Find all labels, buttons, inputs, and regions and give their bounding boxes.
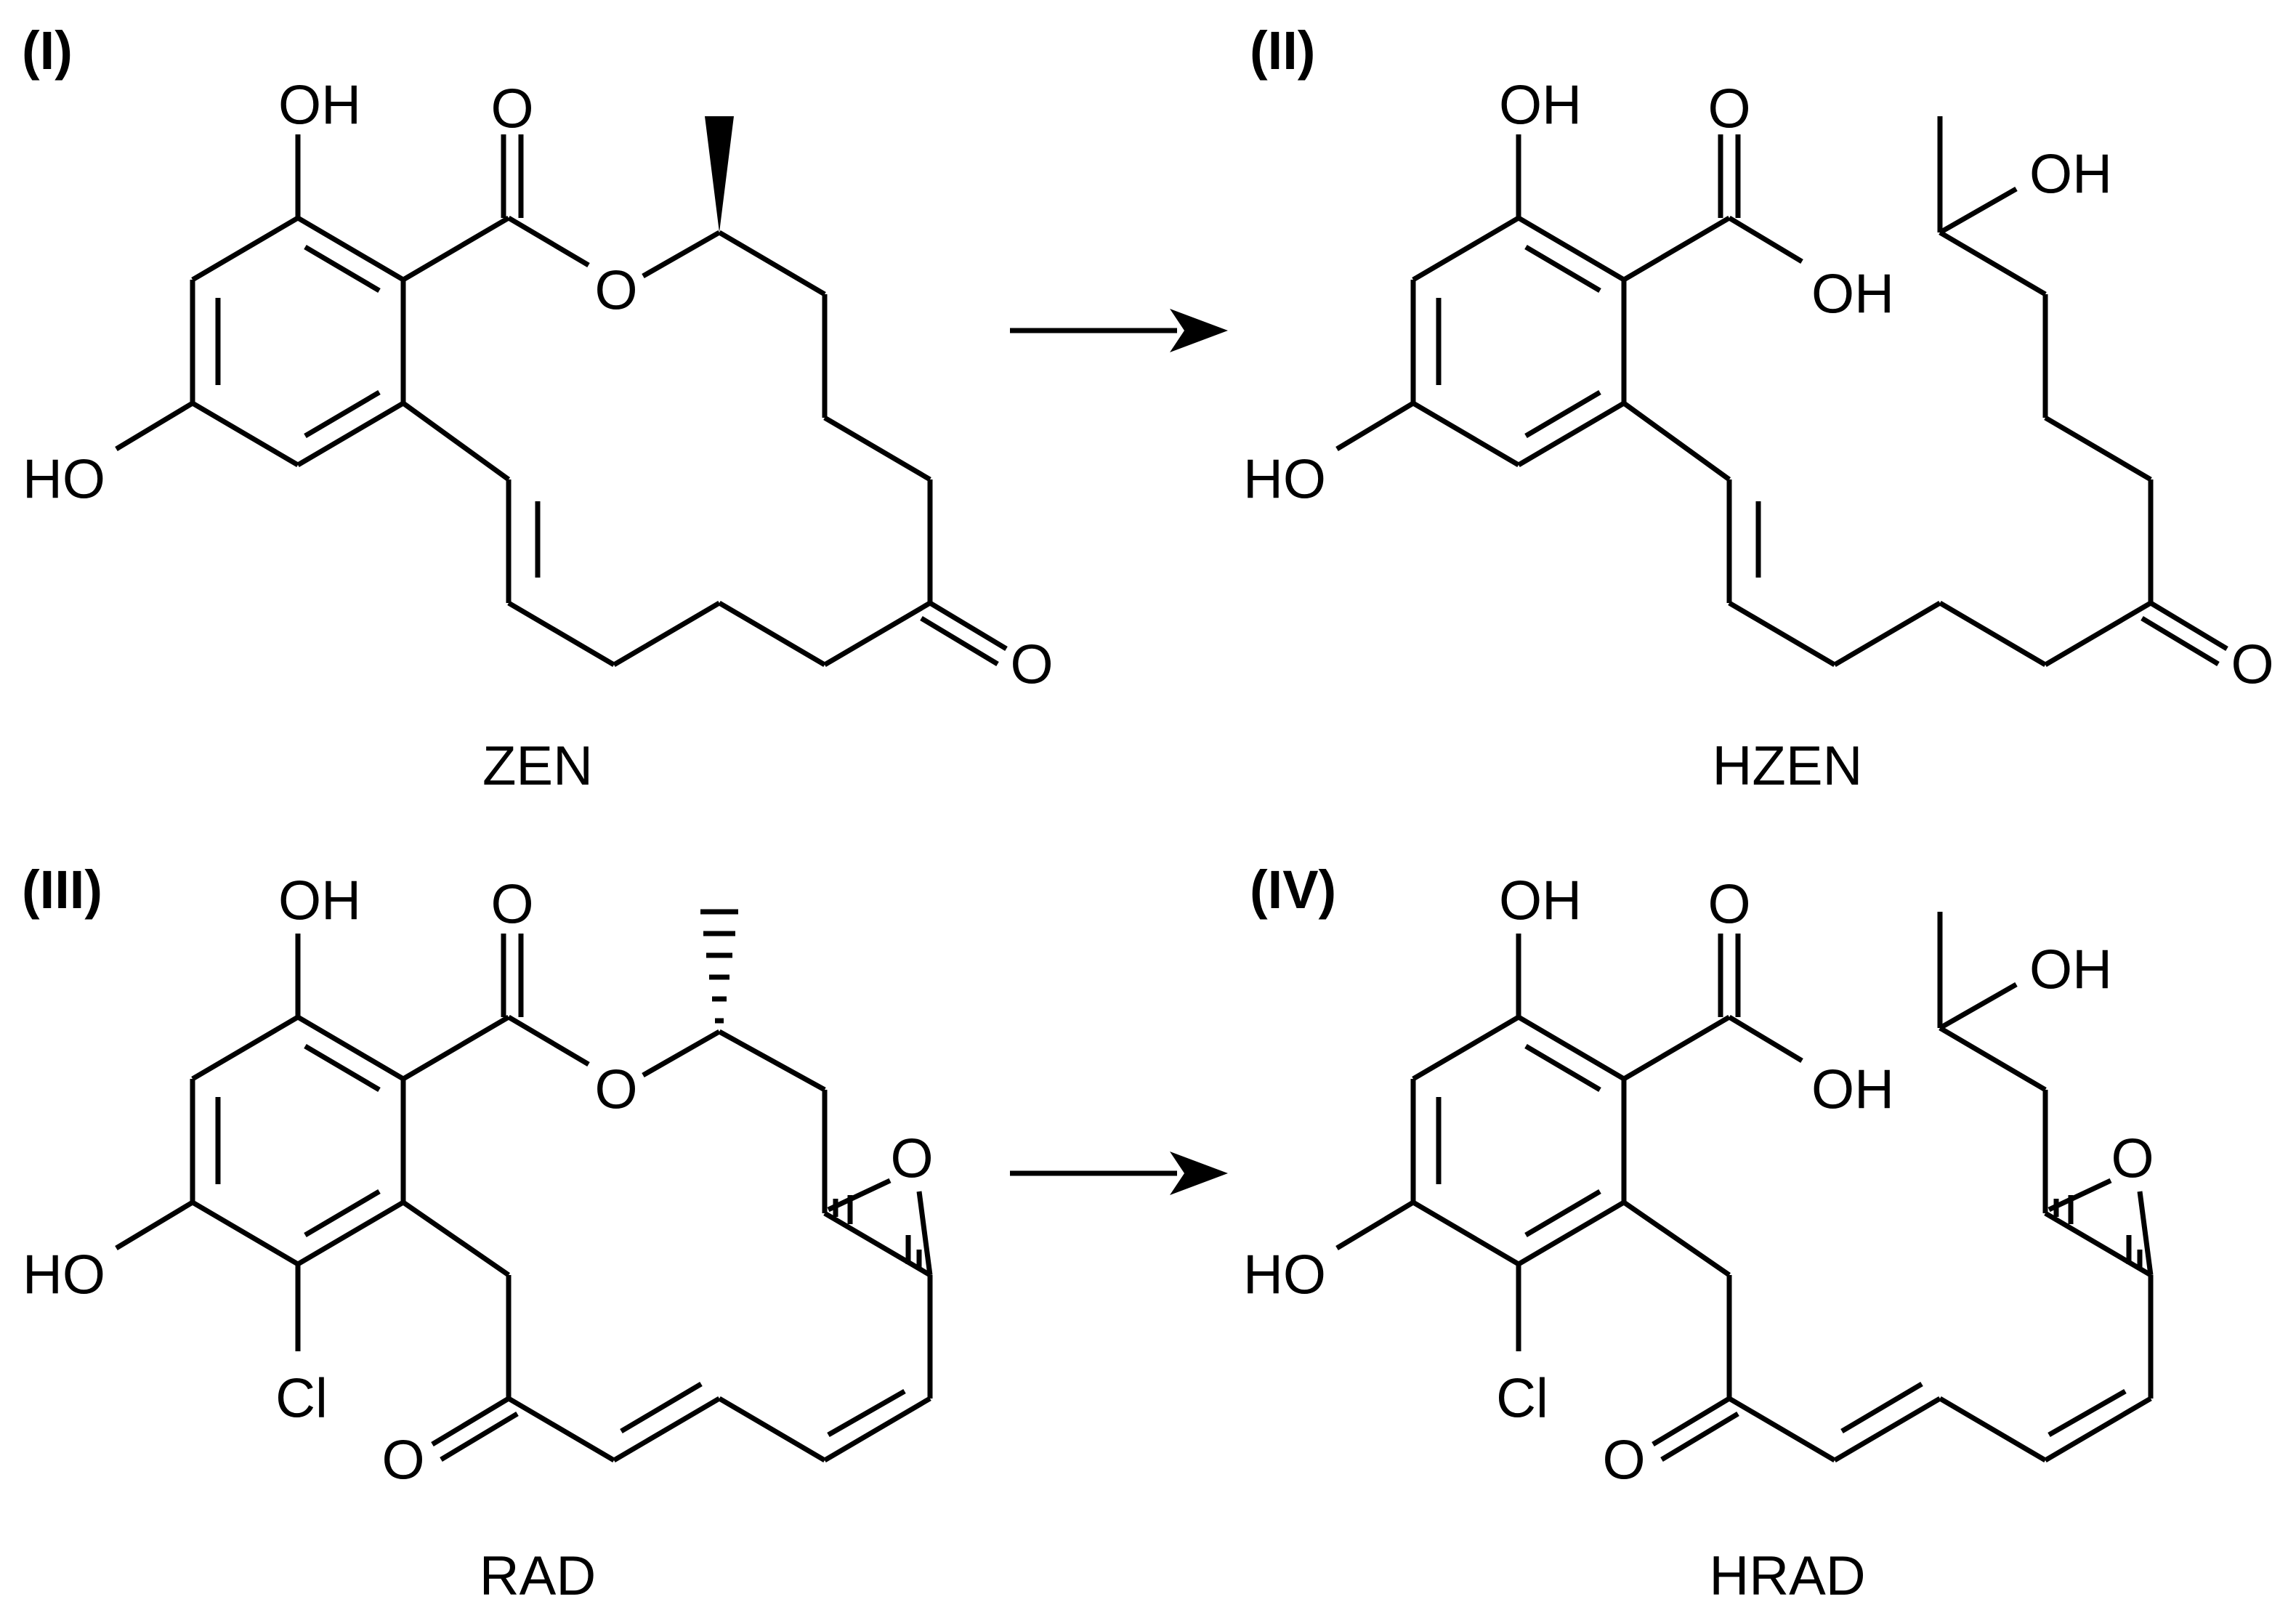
panel-rad: (III) OH HO Cl O O (22, 859, 934, 1607)
hrad-epoxide-o: O (2111, 1128, 2154, 1190)
hzen-oh-top: OH (1499, 75, 1582, 137)
panel-label-ii: (II) (1250, 20, 1315, 81)
hzen-ho-left: HO (1243, 449, 1326, 511)
rad-cl: Cl (275, 1368, 328, 1430)
zen-ester-o: O (594, 260, 637, 322)
hrad-cl: Cl (1496, 1368, 1548, 1430)
hzen-acid-o: O (1707, 78, 1750, 140)
zen-ho-left: HO (23, 449, 105, 511)
compound-name-zen: ZEN (482, 735, 593, 797)
hzen-benzene-ring (1410, 215, 1627, 468)
reaction-arrow-1 (1010, 309, 1228, 352)
rad-carbonyl-o: O (490, 874, 533, 936)
zen-carbonyl-o: O (490, 78, 533, 140)
rad-ho-left: HO (23, 1244, 105, 1306)
panel-hzen: (II) OH HO O OH O (1243, 20, 2274, 797)
panel-hrad: (IV) OH HO Cl O OH O (1243, 859, 2154, 1607)
rad-hashed-methyl (700, 909, 738, 1024)
hrad-side-oh: OH (2029, 939, 2112, 1001)
panel-label-iii: (III) (22, 859, 102, 920)
zen-benzene-ring (190, 215, 406, 468)
rad-epoxide-hashes (833, 1195, 922, 1270)
panel-label-iv: (IV) (1250, 859, 1336, 920)
hzen-ketone-o: O (2231, 634, 2273, 696)
rad-benzene-ring (190, 1014, 406, 1267)
hzen-acid-oh: OH (1811, 264, 1894, 325)
compound-name-hzen: HZEN (1713, 735, 1863, 797)
reaction-arrow-2 (1010, 1152, 1228, 1195)
hrad-oh-top: OH (1499, 870, 1582, 932)
compound-name-hrad: HRAD (1709, 1545, 1865, 1607)
panel-label-i: (I) (22, 20, 73, 81)
compound-name-rad: RAD (480, 1545, 596, 1607)
hrad-epoxide-hashes (2053, 1195, 2143, 1270)
hrad-acid-o: O (1707, 874, 1750, 936)
rad-ester-o: O (594, 1059, 637, 1121)
hrad-acid-oh: OH (1811, 1059, 1894, 1121)
hrad-ketone-o: O (1602, 1430, 1645, 1492)
panel-zen: (I) OH HO O O (22, 20, 1054, 797)
rad-ketone-o: O (381, 1430, 424, 1492)
rad-oh-top: OH (278, 870, 361, 932)
zen-ketone-o: O (1010, 634, 1053, 696)
rad-epoxide-o: O (890, 1128, 933, 1190)
hzen-side-oh: OH (2029, 144, 2112, 206)
zen-oh-top: OH (278, 75, 361, 137)
hrad-ho-left: HO (1243, 1244, 1326, 1306)
hrad-benzene-ring (1410, 1014, 1627, 1267)
